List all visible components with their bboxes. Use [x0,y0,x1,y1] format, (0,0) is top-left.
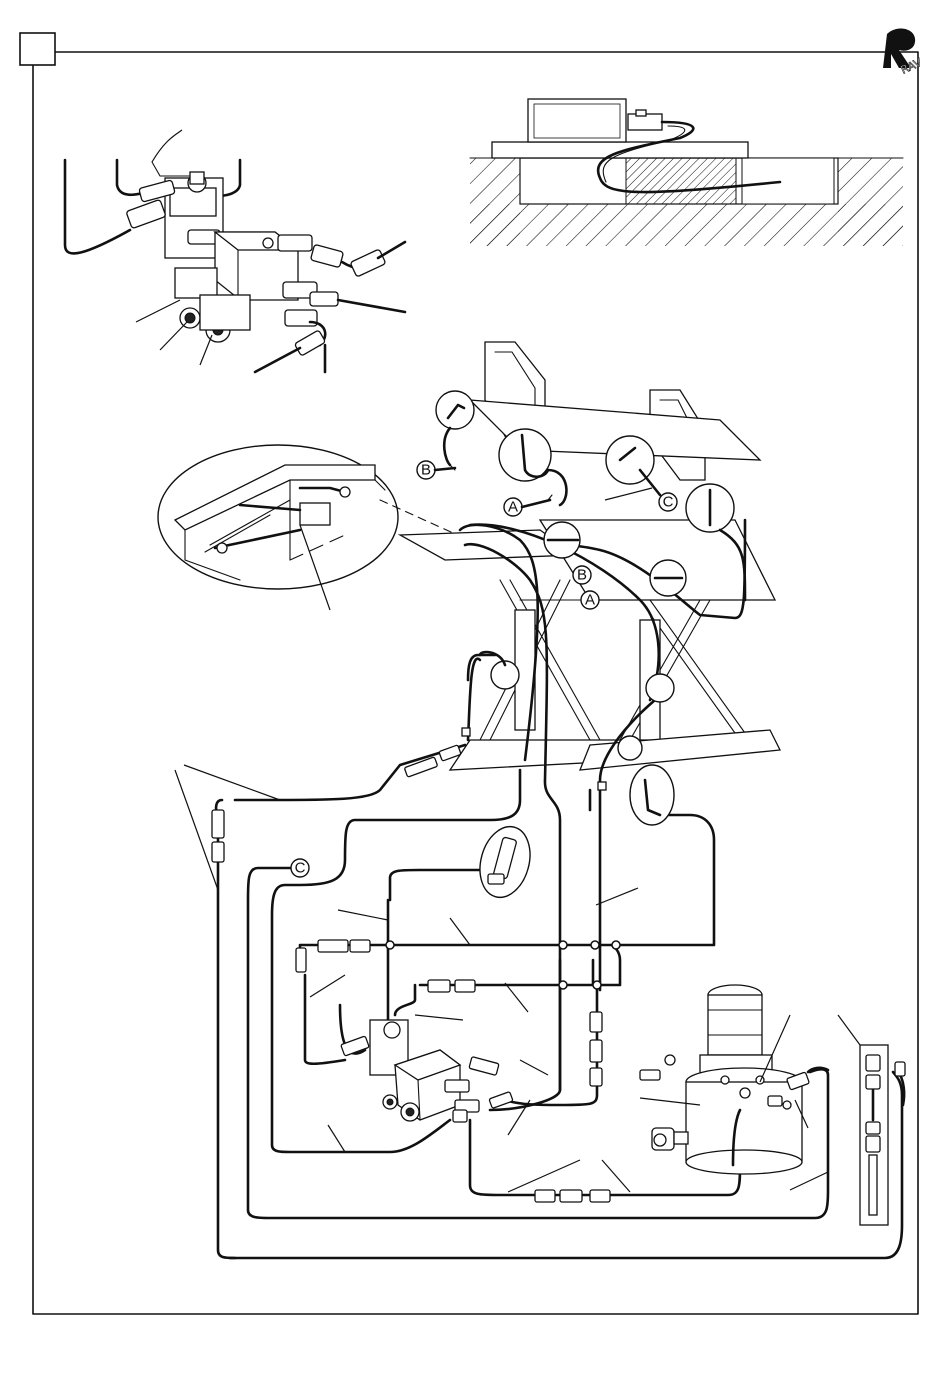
hose-kit-box [860,1045,905,1225]
callout-c-upper: C [659,493,677,511]
callout-c-lower: C [291,859,309,877]
pit-section-view [470,99,903,246]
svg-text:C: C [295,860,306,877]
leader-lines [175,765,638,1192]
valve-block-detail [65,130,405,372]
callout-a-lower: A [581,591,599,609]
callout-b-lower: B [573,566,591,584]
callout-a-upper: A [504,498,550,516]
svg-text:A: A [508,499,518,516]
lower-valve-block [341,1015,513,1122]
section-box [20,33,55,65]
svg-text:B: B [577,567,587,584]
fitting-ellipse-detail [473,821,538,903]
svg-text:A: A [585,592,595,609]
fitting-ellipse-right [630,765,674,825]
svg-text:B: B [421,462,431,479]
svg-text:C: C [663,494,674,511]
